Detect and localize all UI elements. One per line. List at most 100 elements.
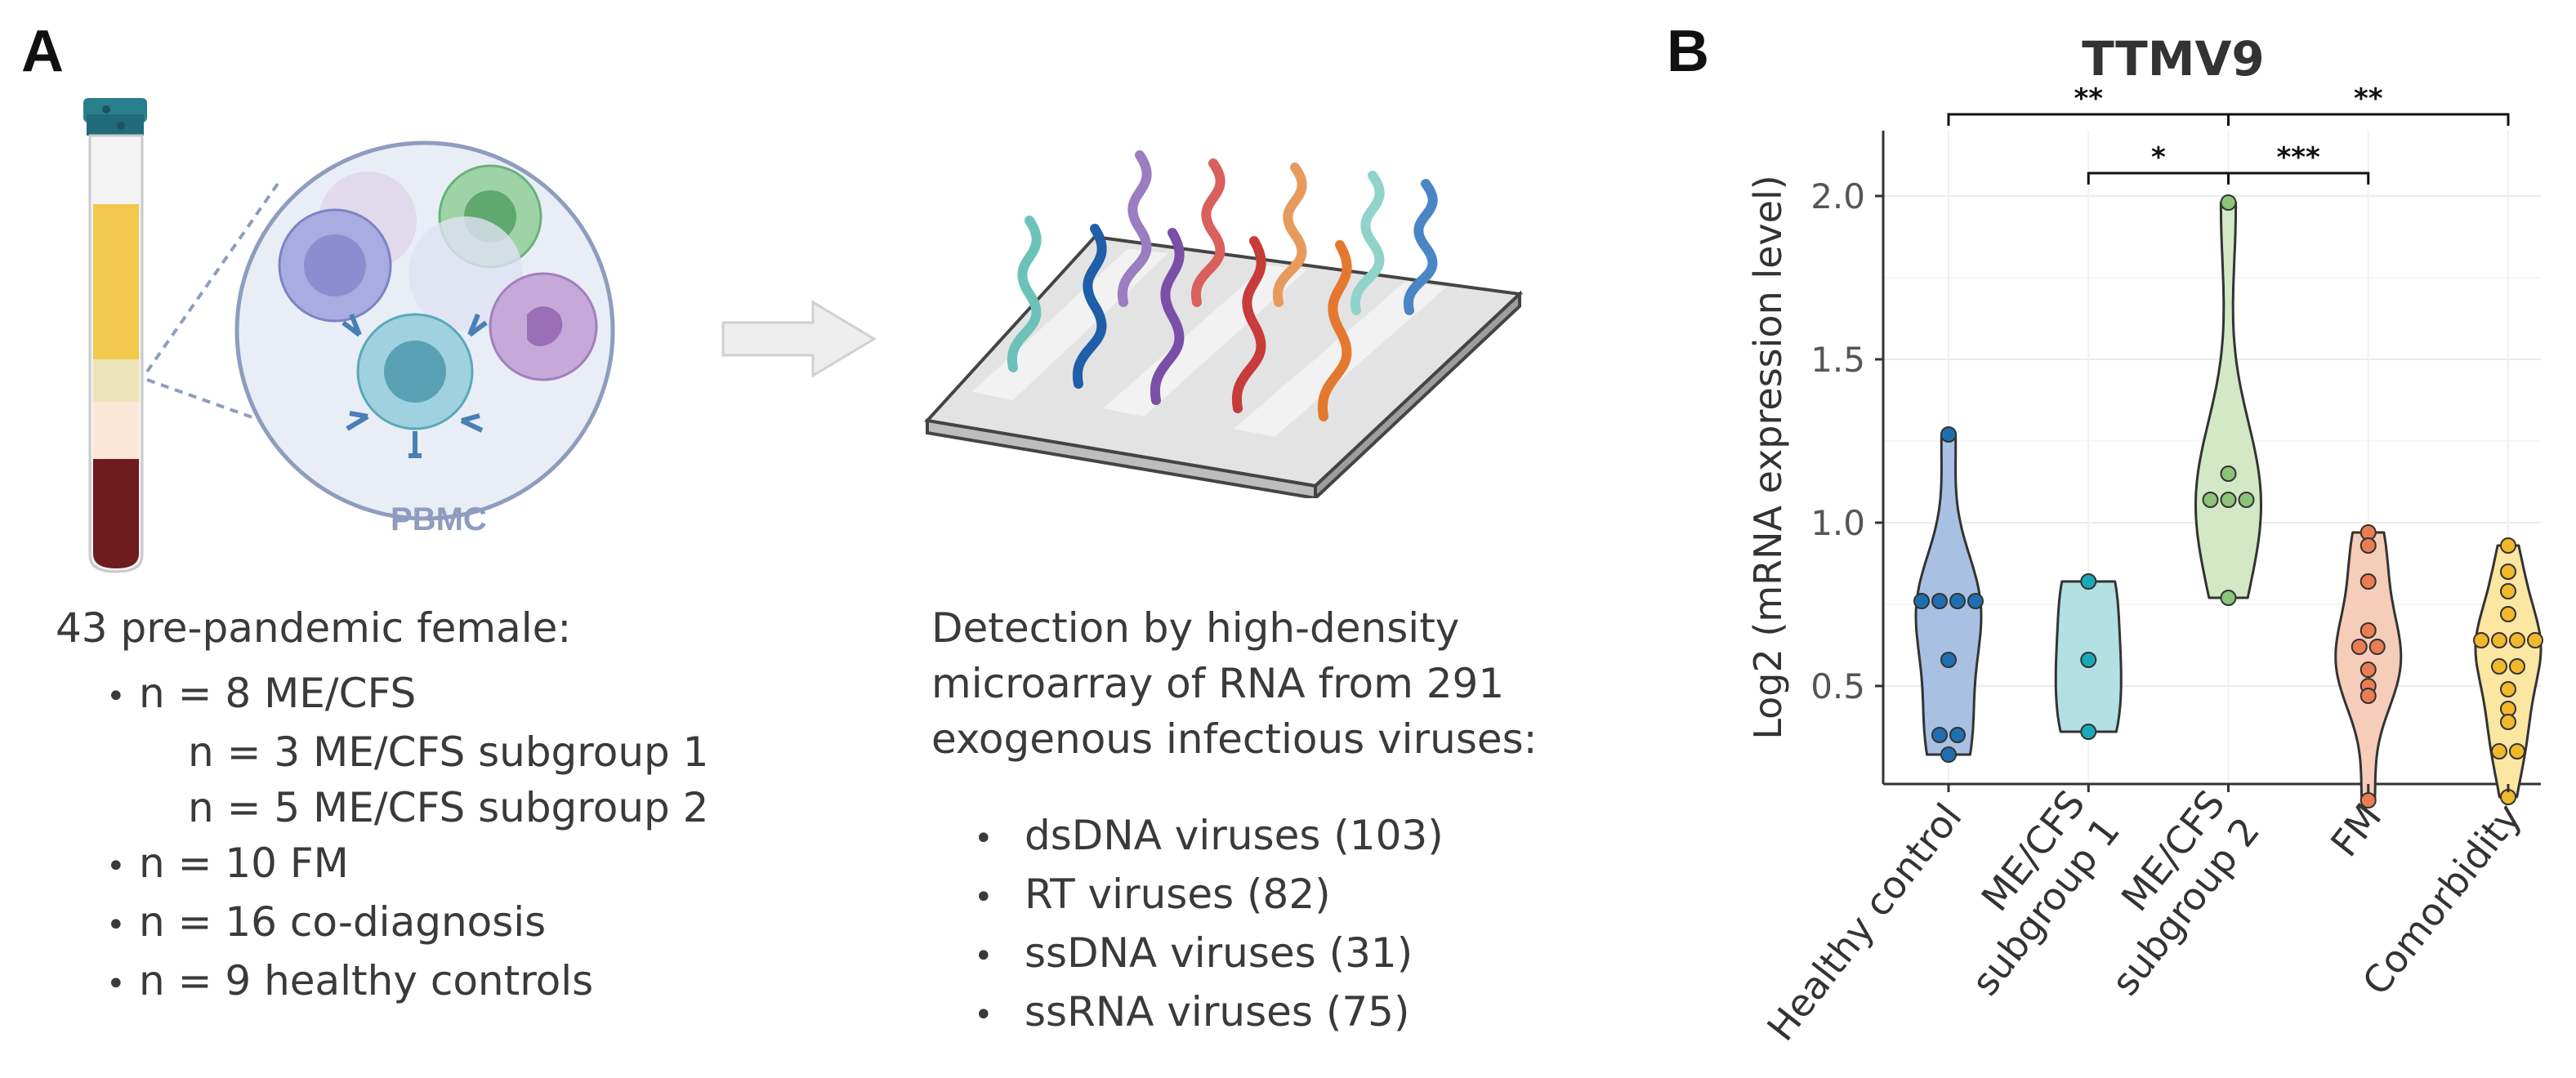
data-point	[2359, 688, 2377, 704]
detection-line: microarray of RNA from 291	[931, 660, 1505, 707]
violin-2	[2194, 201, 2262, 599]
data-point	[2359, 622, 2377, 639]
probe-strand	[1117, 150, 1152, 307]
data-point	[2500, 606, 2516, 622]
data-point	[2491, 658, 2507, 675]
data-point	[2491, 632, 2507, 648]
cohort-item-text: n = 5 ME/CFS subgroup 2	[188, 784, 709, 831]
data-point	[1940, 652, 1957, 668]
data-point	[2238, 492, 2255, 508]
significance-bracket	[1947, 113, 2230, 126]
virus-class-list: •dsDNA viruses (103)•RT viruses (82)•ssD…	[931, 808, 1538, 1043]
virus-class-text: RT viruses (82)	[1025, 871, 1331, 918]
data-point	[2500, 583, 2516, 599]
pbmc-label: PBMC	[391, 501, 487, 537]
detection-line: Detection by high-density	[931, 604, 1460, 652]
data-point	[2351, 639, 2368, 655]
data-point	[2473, 632, 2489, 648]
data-point	[2359, 792, 2377, 808]
data-point	[2202, 492, 2219, 508]
data-point	[1931, 593, 1948, 609]
probe-strand	[1190, 158, 1225, 307]
probe-strand	[1350, 171, 1385, 315]
data-point	[1913, 593, 1930, 609]
microarray-slide-icon	[924, 234, 1524, 498]
virus-class-text: dsDNA viruses (103)	[1025, 812, 1444, 859]
bullet-icon: •	[106, 965, 126, 1003]
cohort-heading: 43 pre-pandemic female:	[56, 604, 572, 652]
cohort-item-text: n = 3 ME/CFS subgroup 1	[188, 728, 709, 776]
probe-strand	[1317, 240, 1352, 421]
bullet-icon: •	[974, 879, 993, 916]
significance-label: **	[2354, 82, 2383, 115]
panel-a-letter: A	[21, 19, 64, 84]
probe-strand	[1231, 236, 1266, 413]
probe-strand	[1272, 163, 1307, 307]
pbmc-illustration	[83, 98, 615, 573]
virus-class-item: •ssDNA viruses (31)	[974, 925, 1538, 984]
cohort-item: n = 3 ME/CFS subgroup 1	[106, 724, 708, 780]
panel-b-letter: B	[1667, 19, 1709, 84]
significance-label: *	[2151, 141, 2166, 174]
cohort-item-text: n = 16 co-diagnosis	[139, 898, 547, 946]
data-point	[2509, 658, 2525, 675]
cohort-item-text: n = 10 FM	[139, 840, 349, 887]
data-point	[2500, 681, 2516, 697]
y-axis-label: Log2 (mRNA expression level)	[1746, 175, 1790, 739]
x-tick-label-line: Healthy control	[1758, 795, 1970, 1049]
significance-label: ***	[2276, 141, 2320, 174]
detection-text: Detection by high-density microarray of R…	[931, 600, 1538, 767]
data-point	[2500, 714, 2516, 730]
cohort-description: 43 pre-pandemic female: • n = 8 ME/CFS n =…	[56, 600, 708, 1012]
y-tick-label: 2.0	[1810, 176, 1865, 216]
data-point	[2359, 662, 2377, 678]
data-point	[2220, 194, 2237, 211]
data-point	[2500, 537, 2516, 554]
bullet-icon: •	[974, 996, 993, 1034]
y-tick-label: 0.5	[1810, 666, 1865, 706]
probe-strand	[1403, 179, 1438, 315]
probe-strand	[1007, 216, 1042, 372]
data-point	[1949, 727, 1966, 743]
cohort-item: •n = 9 healthy controls	[106, 953, 708, 1012]
bullet-icon: •	[106, 678, 126, 715]
virus-class-text: ssDNA viruses (31)	[1025, 929, 1413, 977]
virus-probes	[1007, 150, 1438, 421]
x-tick-label: Healthy control	[1758, 795, 1970, 1049]
detection-line: exogenous infectious viruses:	[931, 715, 1538, 763]
chart-title: TTMV9	[2082, 33, 2264, 87]
virus-class-item: • dsDNA viruses (103)	[974, 808, 1538, 866]
data-point	[2491, 743, 2507, 760]
data-point	[2509, 632, 2525, 648]
data-point	[2359, 573, 2377, 590]
data-point	[2080, 652, 2097, 668]
data-point	[2080, 724, 2097, 740]
cohort-list: • n = 8 ME/CFS n = 3 ME/CFS subgroup 1 n = …	[56, 666, 708, 1012]
x-tick-label-line: FM	[2322, 795, 2390, 865]
probe-strand	[1072, 224, 1107, 389]
blood-tube-icon	[83, 98, 147, 573]
data-point	[2080, 573, 2097, 590]
data-point	[2500, 564, 2516, 580]
x-tick-label: FM	[2322, 795, 2390, 865]
detection-description: Detection by high-density microarray of R…	[931, 600, 1538, 1043]
data-point	[1949, 593, 1966, 609]
y-tick-label: 1.5	[1810, 340, 1865, 380]
data-point	[2220, 492, 2237, 508]
microarray-illustration	[924, 150, 1524, 498]
data-point	[2220, 590, 2237, 606]
data-point	[2509, 743, 2525, 760]
data-point	[2368, 639, 2386, 655]
flow-arrow-icon	[721, 300, 877, 378]
virus-class-item: • RT viruses (82)	[974, 866, 1538, 925]
significance-bracket	[2087, 172, 2230, 185]
data-point	[2220, 466, 2237, 482]
cohort-item-text: n = 8 ME/CFS	[139, 670, 417, 717]
virus-class-item: •ssRNA viruses (75)	[974, 984, 1538, 1043]
bullet-icon: •	[974, 820, 993, 858]
bullet-icon: •	[106, 848, 126, 885]
cohort-item: •n = 16 co-diagnosis	[106, 894, 708, 953]
significance-label: **	[2074, 82, 2103, 115]
data-point	[2359, 537, 2377, 554]
